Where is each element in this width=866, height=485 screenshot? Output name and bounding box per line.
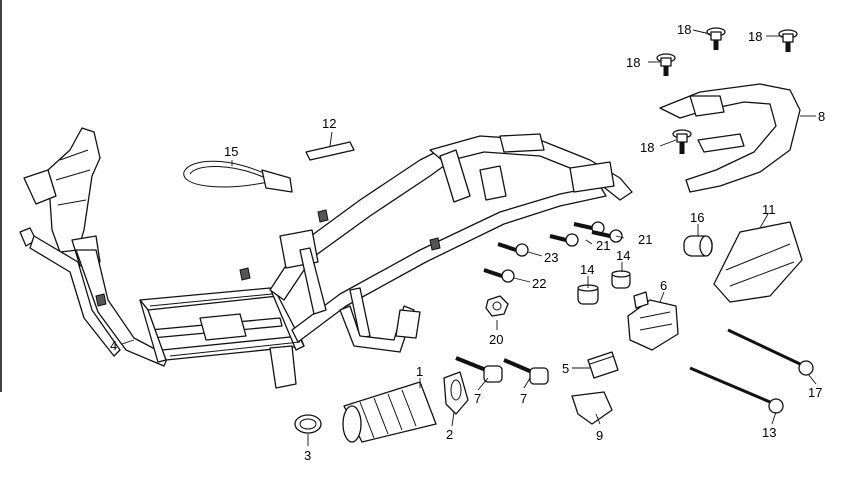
part-12-plate [305,141,355,161]
long-bolts [689,328,814,414]
part-1-bellows [342,381,437,443]
callout-12: 12 [322,116,336,131]
callout-16: 16 [690,210,704,225]
callout-numbers: 18 18 18 18 8 12 15 11 16 21 21 23 22 14… [110,22,825,463]
callout-9: 9 [596,428,603,443]
callout-4: 4 [110,338,117,353]
part-18-bolts [656,27,798,154]
callout-6: 6 [660,278,667,293]
callout-11: 11 [762,202,776,217]
part-14-collars [577,270,631,305]
part-3-clip [294,414,322,434]
part-7-pins [455,356,549,385]
main-frame [19,127,633,389]
part-8-grab-rail [659,83,801,193]
leader-lines [121,29,817,446]
callout-14a: 14 [580,262,594,277]
part-16-rubber [683,235,713,257]
callout-14b: 14 [616,248,630,263]
callout-3: 3 [304,448,311,463]
callout-21b: 21 [596,238,610,253]
small-bolts [483,221,623,283]
callout-2: 2 [446,427,453,442]
callout-18c: 18 [626,55,640,70]
callout-7b: 7 [520,391,527,406]
callout-18b: 18 [748,29,762,44]
callout-18d: 18 [640,140,654,155]
callout-23: 23 [544,250,558,265]
callout-22: 22 [532,276,546,291]
part-20-nut [485,295,509,317]
part-5-block [587,351,619,379]
callout-21a: 21 [638,232,652,247]
callout-1: 1 [416,364,423,379]
callout-8: 8 [818,109,825,124]
callout-7a: 7 [474,391,481,406]
part-15-cable [183,160,293,193]
part-2-clamp [443,371,469,415]
part-6-holder [627,291,679,351]
callout-15: 15 [224,144,238,159]
callout-20: 20 [489,332,503,347]
callout-5: 5 [562,361,569,376]
callout-18a: 18 [677,22,691,37]
callout-17: 17 [808,385,822,400]
part-9-cover [571,391,613,425]
callout-13: 13 [762,425,776,440]
part-11-bracket [713,221,803,303]
